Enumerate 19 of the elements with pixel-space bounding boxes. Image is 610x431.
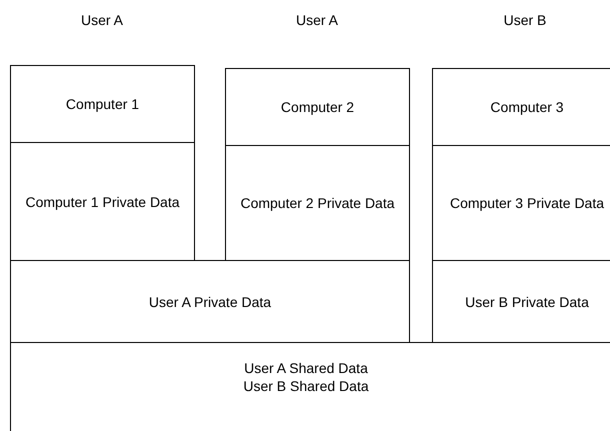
box-text: Computer 3 <box>489 98 565 116</box>
column-heading: User B <box>502 12 548 28</box>
column-heading: User A <box>294 12 339 28</box>
box-text: Computer 1 Private Data <box>24 192 181 210</box>
user-data-box <box>10 260 410 343</box>
box-text: Computer 2 Private Data <box>239 194 396 212</box>
box-text: Computer 2 <box>280 98 356 116</box>
box-text: User A Private Data <box>148 292 272 310</box>
box-text: Computer 1 <box>64 95 140 113</box>
private-data-box <box>225 145 410 261</box>
private-data-box <box>10 142 195 261</box>
box-text: User B Shared Data <box>242 377 370 395</box>
computer-box <box>10 65 195 143</box>
box-text: Computer 3 Private Data <box>448 194 606 212</box>
computer-box <box>432 68 610 146</box>
computer-box <box>225 68 410 146</box>
column-heading: User A <box>80 12 124 28</box>
box-text: User B Private Data <box>464 292 590 310</box>
box-text: User A Shared Data <box>243 359 369 377</box>
